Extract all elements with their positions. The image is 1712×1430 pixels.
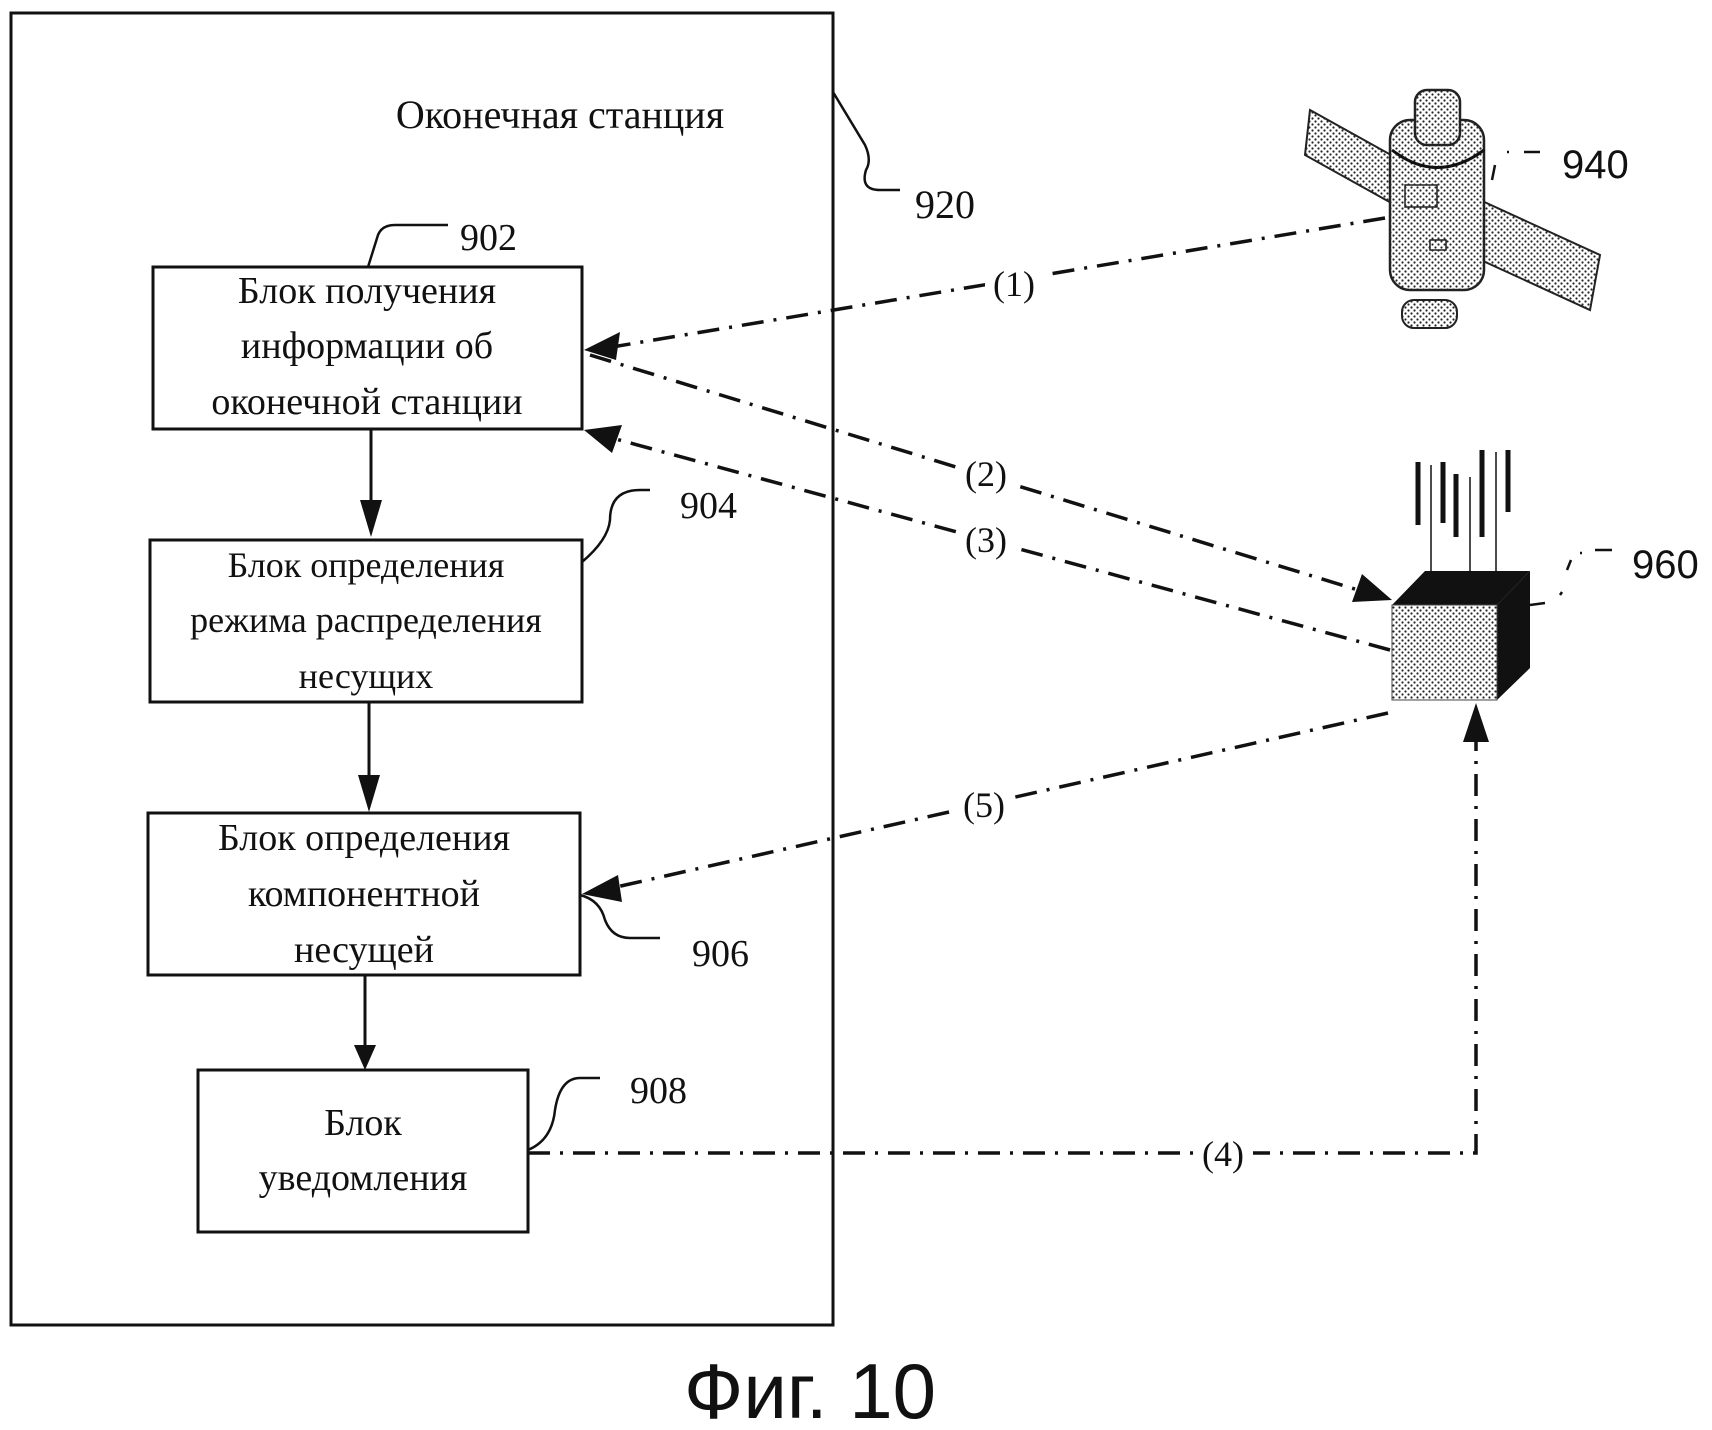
signal-1-label-bg [985, 262, 1043, 308]
block-904-box[interactable] [148, 538, 584, 704]
block-906[interactable]: Блок определения компонентной несущей [146, 811, 582, 977]
satellite-icon [1303, 88, 1602, 329]
block-906-line-1: Блок определения [218, 817, 510, 859]
leader-904 [581, 488, 650, 563]
signal-5-label-bg [955, 783, 1013, 829]
base-station[interactable]: 960 [1391, 450, 1699, 701]
block-904-line-3: несущих [299, 656, 434, 696]
block-904-line-1: Блок определения [228, 545, 505, 585]
ref-908: 908 [630, 1070, 687, 1112]
ref-906: 906 [692, 933, 749, 975]
leader-920 [831, 91, 900, 192]
block-908-line-1: Блок [324, 1102, 402, 1144]
arrow-down-icon [354, 1045, 376, 1070]
block-908[interactable]: Блок уведомления [196, 1068, 530, 1234]
block-906-line-2: компонентной [248, 873, 480, 915]
block-904[interactable]: Блок определения режима распределения не… [148, 538, 584, 704]
ref-960: 960 [1632, 543, 1699, 587]
signal-4-line [528, 740, 1478, 1155]
terminal-station-frame [9, 11, 835, 1327]
arrow-down-icon [360, 500, 382, 537]
ref-920: 920 [915, 182, 975, 227]
signal-5: (5) [582, 711, 1389, 902]
signal-3-label-bg [957, 518, 1015, 564]
block-902-box[interactable] [151, 265, 584, 431]
signal-4-label: (4) [1202, 1134, 1244, 1174]
figure-caption: Фиг. 10 [684, 1347, 936, 1430]
terminal-station: Оконечная станция 920 [9, 11, 975, 1327]
ref-904: 904 [680, 485, 737, 527]
signal-2-label-bg [957, 452, 1015, 498]
signal-5-line [611, 711, 1389, 890]
leader-960 [1529, 548, 1612, 607]
arrow-left-icon [584, 332, 620, 360]
satellite[interactable]: 940 [1303, 88, 1629, 329]
arrow-down-icon [358, 775, 380, 812]
signal-3-label: (3) [965, 520, 1007, 560]
arrow-left-icon [584, 425, 622, 453]
block-906-box[interactable] [146, 811, 582, 977]
ref-940: 940 [1562, 143, 1629, 187]
block-908-line-2: уведомления [259, 1157, 468, 1199]
leader-908 [527, 1076, 600, 1152]
signal-1-label: (1) [993, 264, 1035, 304]
leader-902 [366, 223, 448, 268]
signal-5-label: (5) [963, 785, 1005, 825]
block-902-line-2: информации об [241, 325, 493, 367]
signal-2-label: (2) [965, 454, 1007, 494]
signal-2: (2) [589, 353, 1392, 602]
signal-4: (4) [528, 703, 1489, 1178]
block-902-line-1: Блок получения [238, 270, 496, 312]
block-902-line-3: оконечной станции [211, 381, 522, 423]
arrow-up-icon [1463, 703, 1489, 742]
arrow-left-icon [582, 875, 622, 902]
arrow-right-icon [1352, 574, 1392, 602]
block-908-box[interactable] [196, 1068, 530, 1234]
leader-940 [1490, 150, 1540, 181]
leader-906 [579, 893, 660, 940]
block-902[interactable]: Блок получения информации об оконечной с… [151, 265, 584, 431]
block-906-line-3: несущей [294, 929, 434, 971]
block-904-line-2: режима распределения [190, 600, 542, 640]
terminal-station-title: Оконечная станция [396, 92, 724, 137]
base-station-icon [1391, 450, 1530, 701]
ref-902: 902 [460, 217, 517, 259]
signal-3: (3) [584, 425, 1391, 652]
signal-1: (1) [584, 216, 1386, 360]
signal-4-label-bg [1193, 1132, 1253, 1178]
